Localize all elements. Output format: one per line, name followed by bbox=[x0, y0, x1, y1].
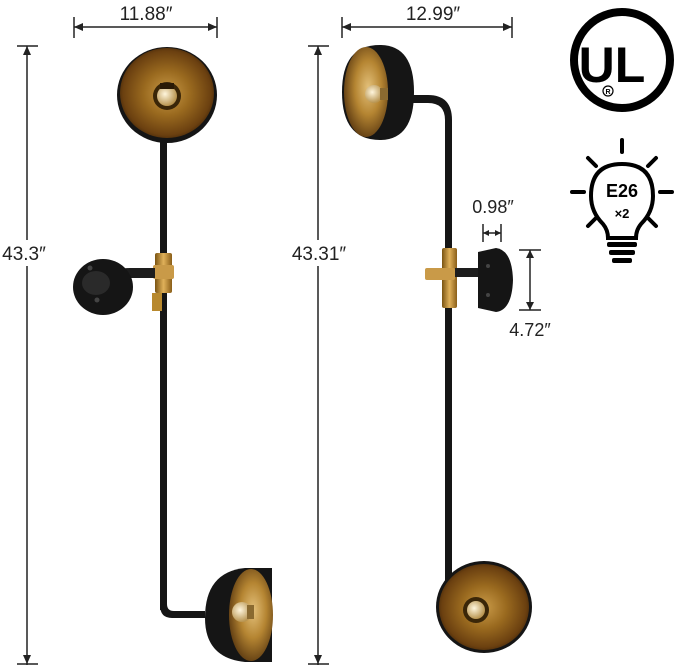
left-width-label: 11.88″ bbox=[120, 4, 173, 25]
backplate-height-label: 4.72″ bbox=[509, 320, 551, 340]
backplate-height-dimension: 4.72″ bbox=[509, 249, 551, 340]
registered-mark: R bbox=[605, 89, 610, 96]
left-sconce-front-view: 11.88″ 43.3″ bbox=[0, 4, 273, 665]
bulb-icon bbox=[157, 86, 177, 106]
left-height-dimension: 43.3″ bbox=[0, 45, 55, 665]
e26-bulb-icon: E26 ×2 bbox=[570, 138, 674, 263]
left-brass-coupler bbox=[152, 253, 174, 311]
backplate-depth-label: 0.98″ bbox=[472, 197, 514, 217]
right-width-label: 12.99″ bbox=[406, 4, 461, 25]
left-top-shade bbox=[117, 47, 217, 143]
bulb-socket-label: E26 bbox=[606, 181, 638, 201]
right-backplate bbox=[478, 248, 513, 312]
ul-mark-text: UL bbox=[579, 37, 646, 93]
ul-certification-badge: UL R bbox=[570, 8, 674, 112]
right-bottom-shade bbox=[436, 561, 532, 653]
right-sconce-side-view: 12.99″ 43.31″ bbox=[284, 4, 551, 665]
right-height-label: 43.31″ bbox=[292, 244, 347, 265]
left-bottom-shade bbox=[205, 568, 273, 662]
bulb-icon bbox=[365, 85, 383, 103]
right-width-dimension: 12.99″ bbox=[341, 4, 513, 38]
right-brass-coupler bbox=[425, 248, 481, 308]
left-sconce-rod bbox=[160, 140, 205, 618]
bulb-quantity-label: ×2 bbox=[615, 206, 630, 221]
bulb-icon bbox=[467, 601, 485, 619]
right-height-dimension: 43.31″ bbox=[284, 45, 354, 665]
right-top-shade bbox=[342, 45, 414, 140]
right-sconce-rod bbox=[413, 95, 452, 588]
left-width-dimension: 11.88″ bbox=[73, 4, 218, 38]
left-height-label: 43.3″ bbox=[2, 244, 46, 265]
backplate-depth-dimension: 0.98″ bbox=[472, 197, 514, 242]
light-rays-icon bbox=[570, 138, 674, 228]
left-wall-mount bbox=[73, 259, 155, 315]
